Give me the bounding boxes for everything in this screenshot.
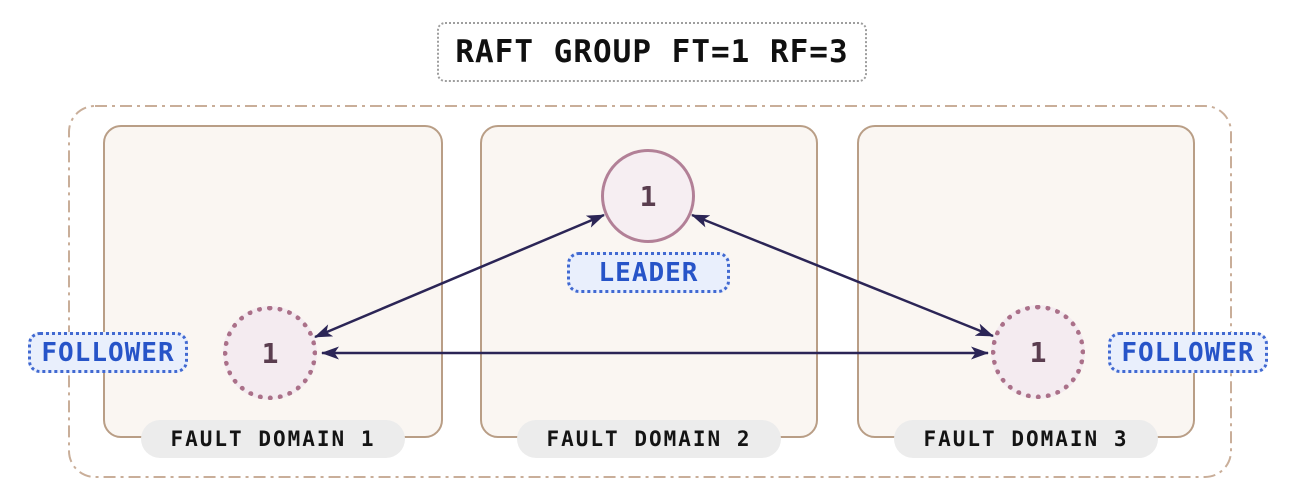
leader-badge-label: LEADER: [598, 257, 699, 288]
follower-left-badge-label: FOLLOWER: [41, 337, 175, 368]
raft-group-title: RAFT GROUP FT=1 RF=3: [455, 34, 849, 70]
fault-domain-1-label: FAULT DOMAIN 1: [170, 427, 376, 451]
fault-domain-1-label-pill: FAULT DOMAIN 1: [141, 420, 405, 458]
follower-node-left: 1: [223, 306, 317, 400]
leader-node: 1: [601, 149, 695, 243]
leader-badge: LEADER: [567, 252, 730, 293]
follower-badge-right: FOLLOWER: [1108, 332, 1268, 373]
follower-left-value: 1: [261, 336, 279, 370]
follower-right-value: 1: [1029, 335, 1047, 369]
follower-node-right: 1: [991, 305, 1085, 399]
follower-right-badge-label: FOLLOWER: [1121, 337, 1255, 368]
fault-domain-3-label-pill: FAULT DOMAIN 3: [894, 420, 1158, 458]
leader-node-value: 1: [639, 179, 657, 213]
raft-group-title-box: RAFT GROUP FT=1 RF=3: [437, 22, 867, 82]
fault-domain-2-label: FAULT DOMAIN 2: [546, 427, 752, 451]
follower-badge-left: FOLLOWER: [28, 332, 188, 373]
fault-domain-3-label: FAULT DOMAIN 3: [923, 427, 1129, 451]
fault-domain-2-label-pill: FAULT DOMAIN 2: [517, 420, 781, 458]
